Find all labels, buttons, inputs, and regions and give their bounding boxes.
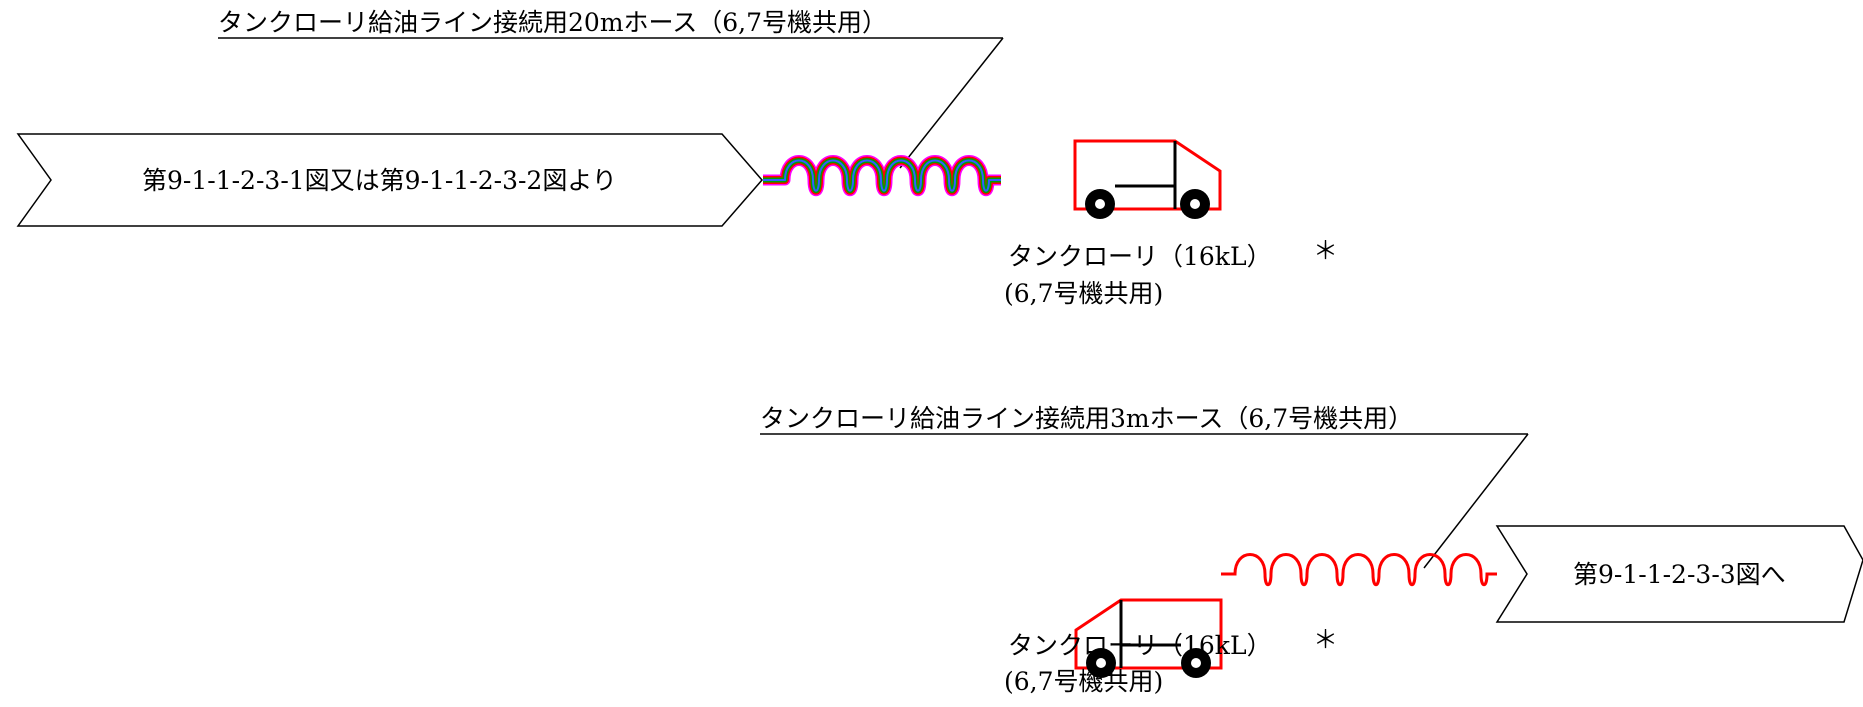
- top-truck-icon: [1073, 139, 1222, 219]
- bottom-truck-sublabel: (6,7号機共用): [1004, 667, 1163, 696]
- bottom-hose-callout: タンクローリ給油ライン接続用3mホース（6,7号機共用）: [760, 404, 1529, 569]
- bottom-truck-icon: [1074, 598, 1223, 678]
- bottom-truck-label: タンクローリ（16kL）: [1008, 631, 1272, 660]
- top-hose-callout: タンクローリ給油ライン接続用20mホース（6,7号機共用）: [218, 8, 1004, 169]
- bottom-arrow-label: 第9-1-1-2-3-3図へ: [1573, 560, 1786, 589]
- bottom-hose: [1221, 553, 1497, 587]
- bottom-hose-line: [1221, 553, 1497, 587]
- top-truck-marker: ＊: [1313, 236, 1338, 265]
- top-hose-leader-line: [899, 37, 1004, 169]
- bottom-hose-label: タンクローリ給油ライン接続用3mホース（6,7号機共用）: [760, 404, 1413, 433]
- top-source-arrow: 第9-1-1-2-3-1図又は第9-1-1-2-3-2図より: [16, 133, 763, 227]
- top-hose-label: タンクローリ給油ライン接続用20mホース（6,7号機共用）: [218, 8, 887, 37]
- bottom-destination-arrow: 第9-1-1-2-3-3図へ: [1495, 525, 1863, 623]
- top-hose: [763, 155, 1001, 197]
- top-truck-label: タンクローリ（16kL）: [1008, 242, 1272, 271]
- bottom-truck-body: [1074, 598, 1223, 670]
- bottom-hose-leader-line: [1423, 433, 1529, 569]
- top-arrow-shape: [16, 133, 763, 227]
- top-truck-sublabel: (6,7号機共用): [1004, 279, 1163, 308]
- top-truck-body: [1073, 139, 1222, 211]
- top-arrow-label: 第9-1-1-2-3-1図又は第9-1-1-2-3-2図より: [142, 166, 617, 195]
- top-hose-layer-4: [763, 159, 1001, 192]
- bottom-truck-marker: ＊: [1313, 625, 1338, 654]
- bottom-arrow-shape: [1495, 525, 1863, 623]
